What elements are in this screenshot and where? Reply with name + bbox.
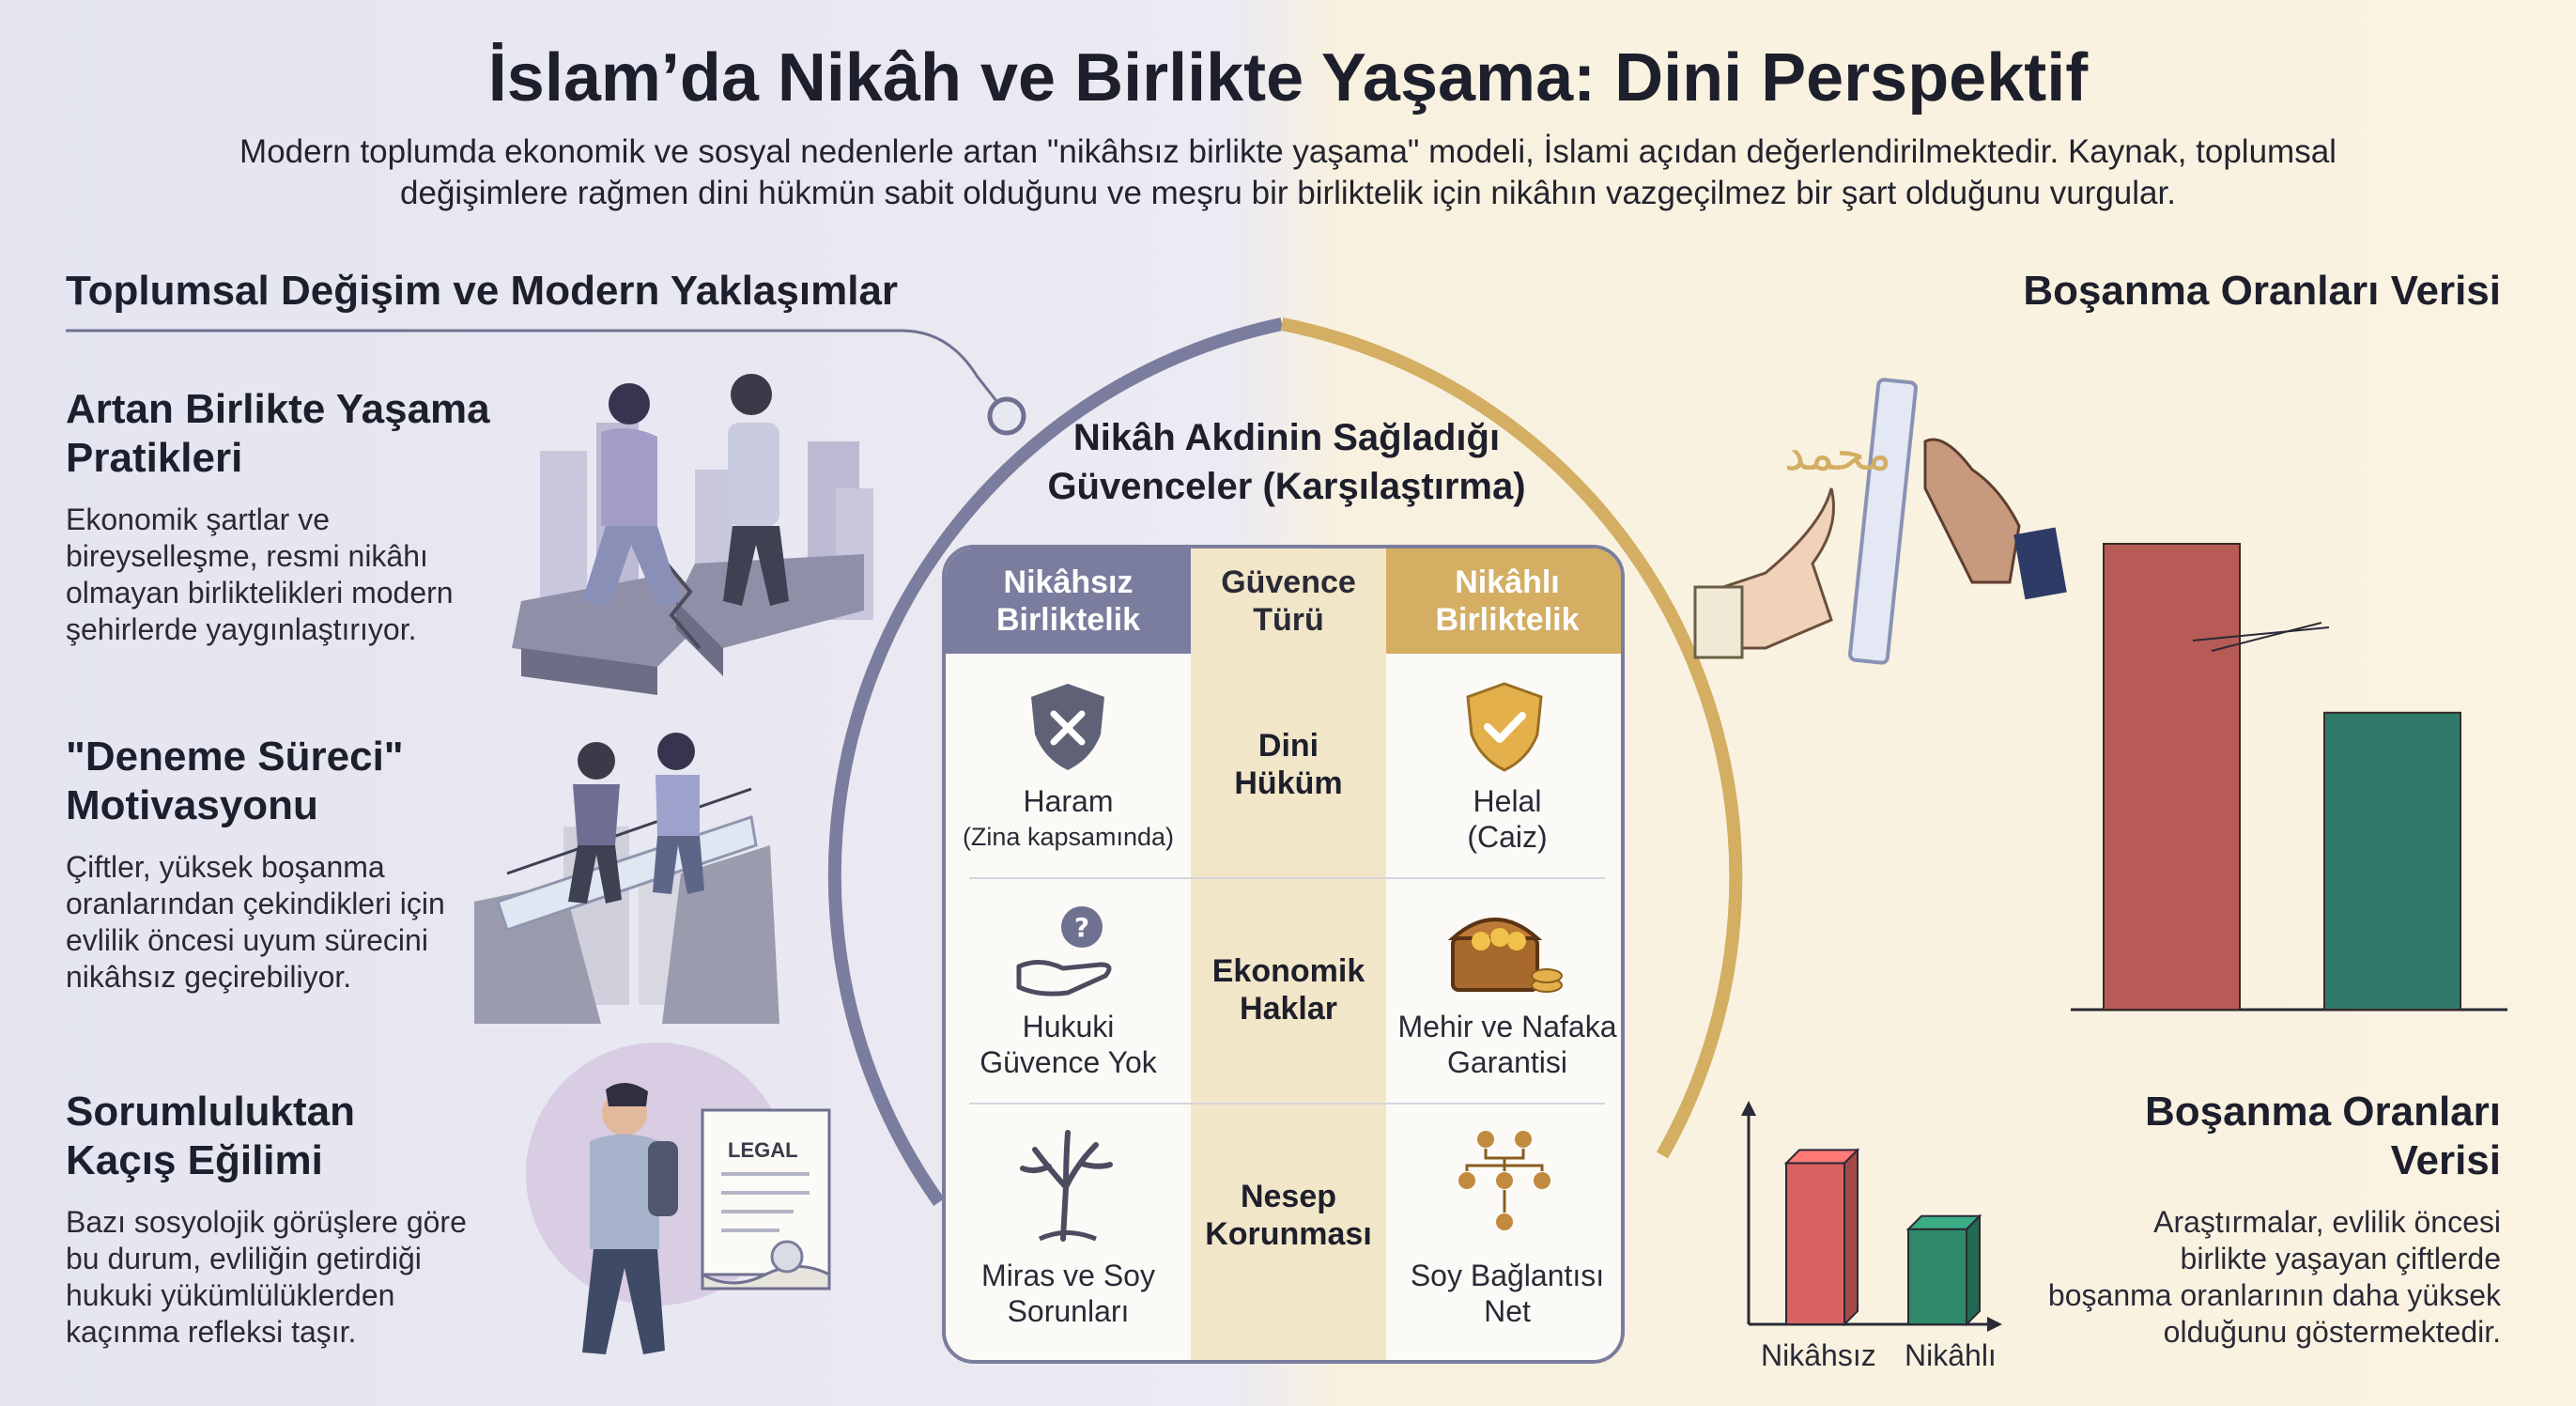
left-item-responsibility: Sorumluluktan Kaçış Eğilimi Bazı sosyolo…: [66, 1088, 554, 1351]
circle-right-arc: [1280, 317, 1743, 1159]
item-title-line: "Deneme Süreci": [66, 734, 404, 780]
treasure-chest-icon: [1447, 918, 1563, 993]
col-header-bg-unmarried: [946, 548, 1191, 654]
divorce-bar-chart-main: [2071, 543, 2507, 1012]
row-divider: [969, 877, 1605, 879]
bar-married: [2323, 711, 2461, 1011]
row1-unmarried-label: Haram (Zina kapsamında): [962, 784, 1175, 851]
svg-text:?: ?: [1074, 912, 1089, 943]
item-title-line: Motivasyonu: [66, 782, 318, 828]
bar-married: [1905, 1213, 1982, 1327]
connector-line: [66, 329, 1002, 407]
family-tree-icon: [1458, 1131, 1550, 1230]
bar-side-face: [1843, 1147, 1859, 1327]
shield-check-icon: [1466, 682, 1543, 772]
right-bottom-block: Boşanma Oranları Verisi Araştırmalar, ev…: [2031, 1088, 2501, 1351]
city-couple-illustration: [512, 374, 873, 695]
comparison-marker: [2192, 626, 2330, 641]
row-divider: [969, 1103, 1605, 1105]
bar-front-face: [1785, 1162, 1845, 1326]
hands-handshake-illustration: محمد: [1693, 378, 2067, 665]
comparison-title: Nikâh Akdinin Sağladığı Güvenceler (Karş…: [1047, 417, 1526, 507]
right-bottom-title-line: Verisi: [2390, 1137, 2501, 1183]
bar-label-unmarried: Nikâhsız: [1761, 1338, 1876, 1372]
bar-unmarried: [2103, 543, 2241, 1011]
row1-married-label: Helal(Caiz): [1467, 784, 1548, 854]
x-axis-arrow: [1987, 1317, 2002, 1332]
page-title: İslam’da Nikâh ve Birlikte Yaşama: Dini …: [487, 40, 2089, 116]
question-hand-icon: ?: [1016, 906, 1112, 997]
circle-left-arc: [827, 317, 1284, 1207]
col-header-bg-married: [1386, 548, 1621, 654]
col-bg-guarantee: [1191, 548, 1386, 1360]
comparison-marker: [2211, 622, 2322, 652]
right-top-title: Boşanma Oranları Verisi: [2023, 268, 2501, 314]
bar-label-married: Nikâhlı: [1905, 1338, 1997, 1372]
calligraphy-mark: محمد: [1784, 426, 1891, 481]
left-item-trial-period: "Deneme Süreci" Motivasyonu Çiftler, yük…: [66, 733, 554, 996]
shield-x-icon: [1031, 684, 1104, 770]
item-title-line: Kaçış Eğilimi: [66, 1137, 323, 1183]
bare-tree-icon: [1020, 1130, 1113, 1242]
left-item-cohabitation: Artan Birlikte Yaşama Pratikleri Ekonomi…: [66, 385, 554, 648]
bridge-couple-illustration: [474, 733, 779, 1024]
page-subtitle: Modern toplumda ekonomik ve sosyal neden…: [239, 133, 2337, 211]
connector-node: [987, 396, 1026, 436]
bar-side-face: [1966, 1213, 1981, 1327]
legal-escape-illustration: [526, 1043, 831, 1354]
y-axis-arrow: [1741, 1101, 1756, 1116]
left-section-title: Toplumsal Değişim ve Modern Yaklaşımlar: [66, 268, 899, 314]
bar-unmarried: [1783, 1147, 1860, 1327]
right-bottom-title-line: Boşanma Oranları: [2144, 1089, 2501, 1135]
item-title-line: Pratikleri: [66, 435, 243, 481]
legal-doc-label: LEGAL: [728, 1138, 798, 1162]
bar-front-face: [1907, 1228, 1967, 1325]
divorce-bar-chart-small: [1741, 1101, 2002, 1332]
item-title-line: Sorumluluktan: [66, 1089, 356, 1135]
item-title-line: Artan Birlikte Yaşama: [66, 386, 490, 432]
